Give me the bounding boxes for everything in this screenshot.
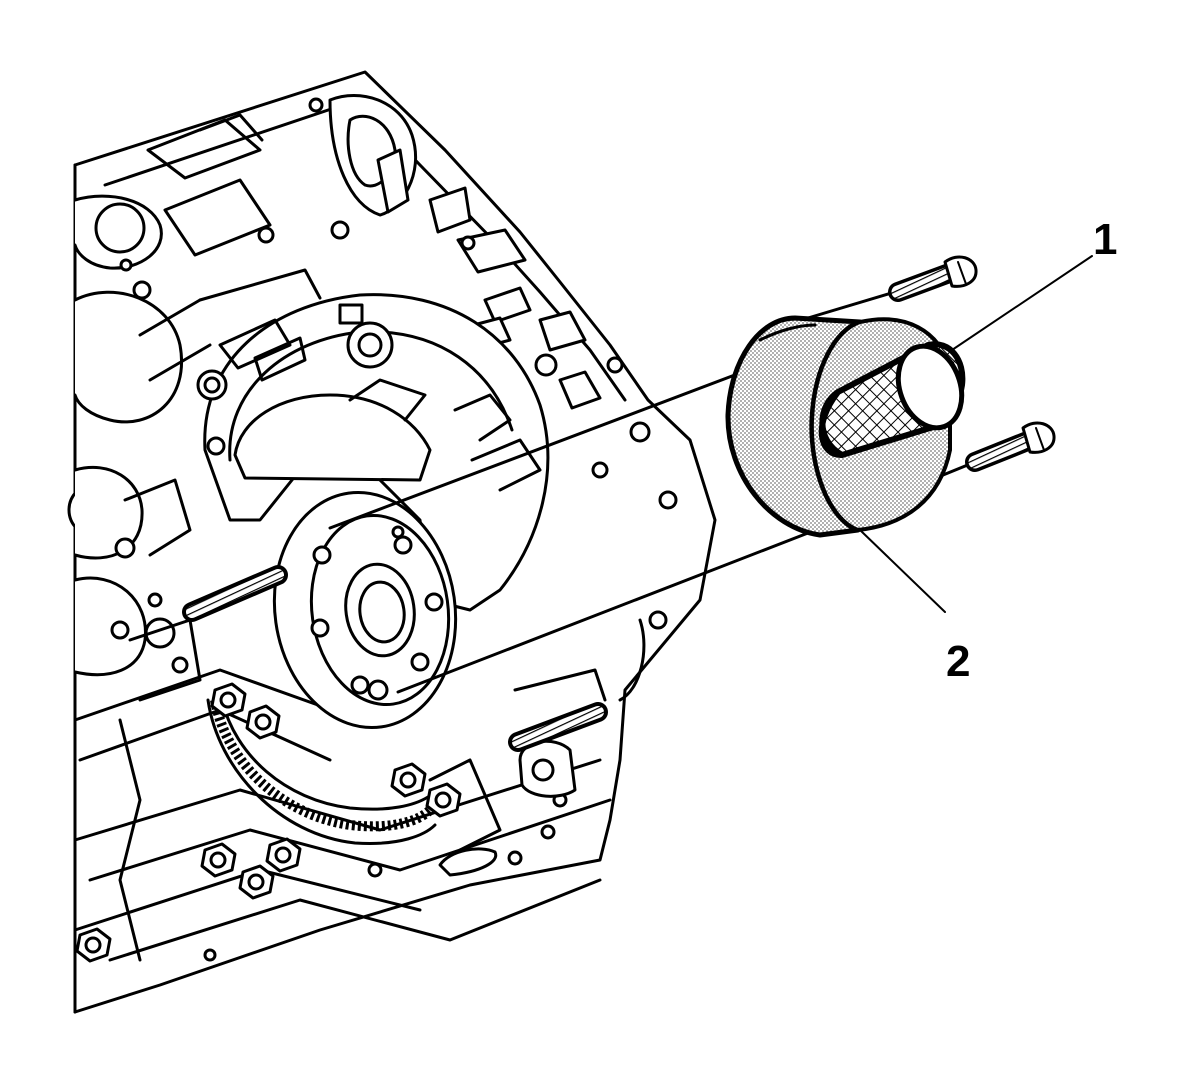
callout-1: 1 xyxy=(951,215,1117,351)
bolt-lower xyxy=(965,421,1056,472)
dowel-pin-left xyxy=(182,565,288,622)
dowel-pin-lower xyxy=(508,702,608,752)
callout-2: 2 xyxy=(859,529,970,686)
hex-bolt-group xyxy=(75,682,462,963)
bolt-upper xyxy=(888,255,978,302)
callout-1-label: 1 xyxy=(1093,215,1117,264)
callout-2-label: 2 xyxy=(946,637,970,686)
crankshaft-flange xyxy=(272,490,458,730)
engine-block xyxy=(67,70,717,1014)
